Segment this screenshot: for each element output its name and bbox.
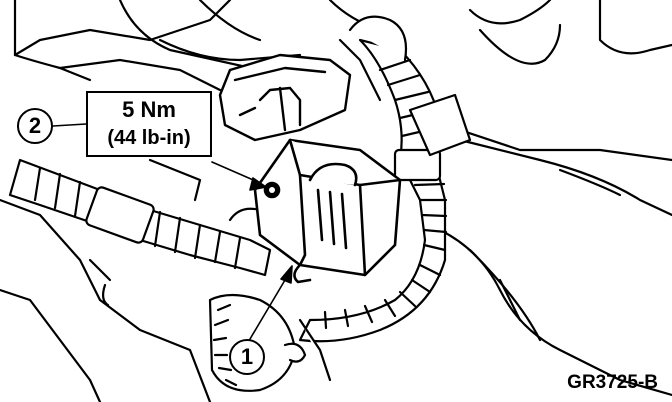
- torque-spec-box: 5 Nm (44 lb-in): [86, 91, 212, 157]
- upper-bracket: [218, 53, 352, 142]
- callout-item-1: 1: [229, 339, 265, 375]
- main-connector: [253, 138, 402, 284]
- callout-item-2: 2: [17, 108, 53, 144]
- figure-id-label: GR3725-B: [567, 372, 658, 393]
- torque-imperial-value: (44 lb-in): [107, 127, 191, 149]
- leader-lines: [52, 123, 293, 340]
- right-wiring-harness: [298, 15, 472, 343]
- left-wiring-harness: [8, 158, 272, 277]
- torque-metric-value: 5 Nm: [122, 97, 176, 122]
- lower-harness-loop: [208, 293, 332, 392]
